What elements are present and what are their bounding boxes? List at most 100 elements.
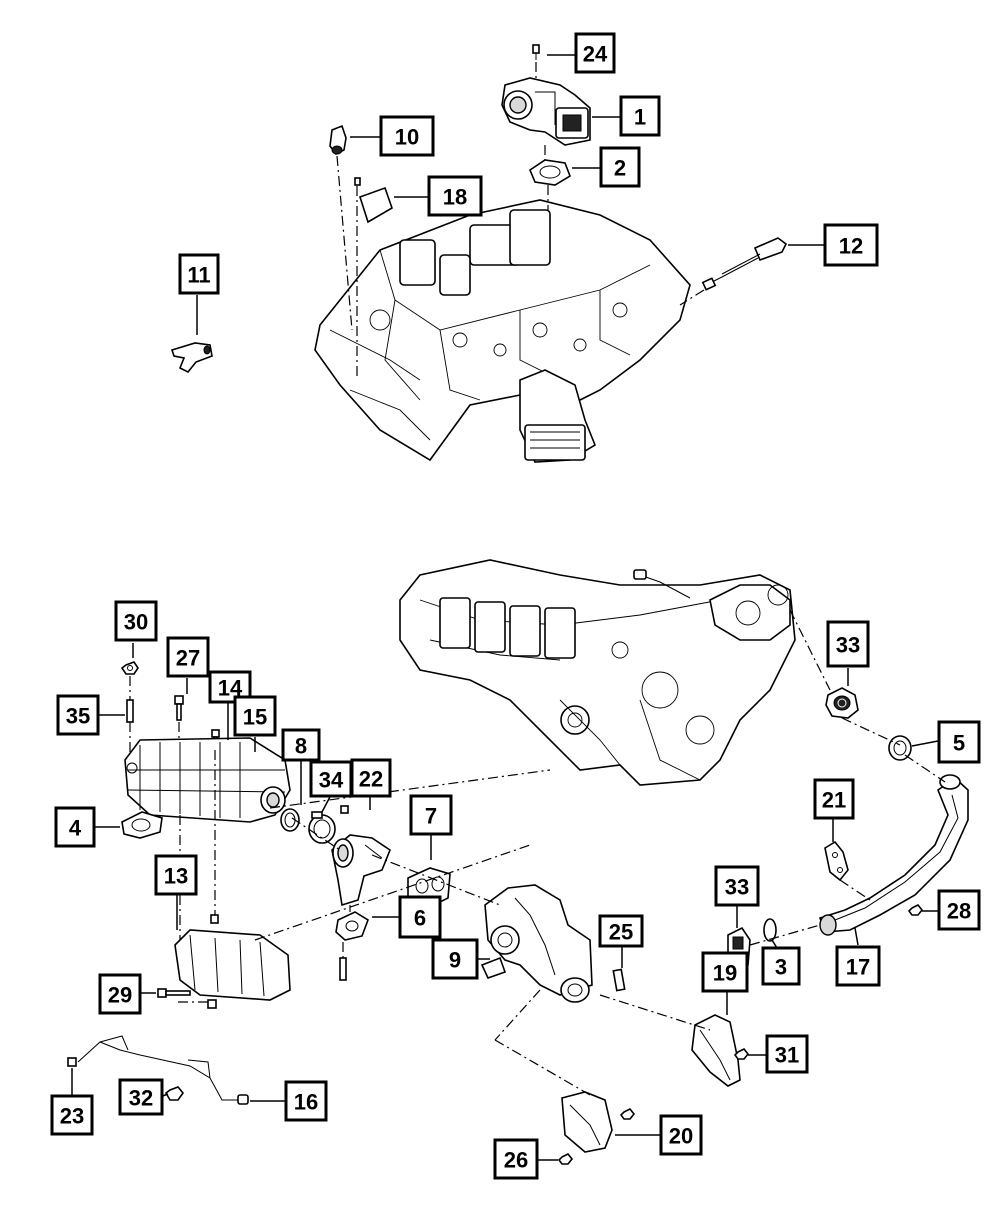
callout-10: 10 xyxy=(379,115,435,157)
callout-33-lower: 33 xyxy=(714,865,760,907)
callout-16: 16 xyxy=(284,1080,328,1122)
callout-22: 22 xyxy=(350,758,392,798)
part-3-seal-ring xyxy=(763,918,777,942)
svg-text:24: 24 xyxy=(583,42,608,67)
callout-5: 5 xyxy=(937,720,981,764)
svg-text:30: 30 xyxy=(124,610,148,635)
part-21-bracket xyxy=(824,840,849,882)
part-15-egr-cooler xyxy=(124,737,291,823)
callout-15: 15 xyxy=(233,695,277,737)
svg-text:31: 31 xyxy=(775,1043,799,1068)
svg-text:27: 27 xyxy=(176,646,200,671)
callout-21: 21 xyxy=(813,778,855,820)
svg-text:33: 33 xyxy=(836,633,860,658)
part-35-stud xyxy=(126,676,134,755)
callout-2: 2 xyxy=(599,146,641,188)
upper-engine-block xyxy=(314,199,691,463)
lower-engine-block xyxy=(399,559,796,786)
svg-text:3: 3 xyxy=(775,955,787,980)
part-13-bracket xyxy=(174,750,291,1001)
part-32-nut xyxy=(164,1086,185,1101)
part-18-gasket xyxy=(354,177,393,380)
svg-text:32: 32 xyxy=(129,1086,153,1111)
part-28-bolt xyxy=(907,903,924,916)
part-6-gasket xyxy=(335,905,369,981)
part-16-tube xyxy=(67,1035,249,1105)
callout-4: 4 xyxy=(54,806,96,848)
alignment-lines xyxy=(178,609,946,1096)
part-1-egr-valve xyxy=(501,77,591,146)
callout-13: 13 xyxy=(154,854,198,896)
part-17-egr-pipe xyxy=(818,774,969,936)
part-11-connector xyxy=(170,342,213,374)
part-19-heat-shield xyxy=(691,1014,741,1087)
callout-8: 8 xyxy=(281,728,321,762)
callout-6: 6 xyxy=(398,895,442,939)
part-27-bolt xyxy=(174,695,184,740)
callout-1: 1 xyxy=(619,95,661,137)
part-4-gasket xyxy=(121,811,163,839)
callout-35: 35 xyxy=(56,694,100,736)
svg-text:8: 8 xyxy=(295,734,307,759)
svg-text:23: 23 xyxy=(60,1104,84,1129)
svg-text:20: 20 xyxy=(669,1124,693,1149)
callout-31: 31 xyxy=(765,1034,809,1074)
callout-26: 26 xyxy=(493,1138,539,1180)
svg-text:28: 28 xyxy=(947,899,971,924)
svg-text:1: 1 xyxy=(634,105,646,130)
svg-text:29: 29 xyxy=(108,983,132,1008)
svg-text:26: 26 xyxy=(504,1148,528,1173)
callout-19: 19 xyxy=(701,951,749,993)
callout-17: 17 xyxy=(835,945,881,987)
svg-text:17: 17 xyxy=(846,955,870,980)
callout-7: 7 xyxy=(409,794,453,836)
svg-text:21: 21 xyxy=(822,788,846,813)
svg-text:13: 13 xyxy=(164,864,188,889)
part-26-bolt xyxy=(557,1107,636,1165)
callout-3: 3 xyxy=(761,946,801,986)
part-8-o-ring xyxy=(280,808,300,832)
part-20-heat-shield xyxy=(561,1091,613,1153)
part-31-bolt xyxy=(733,1047,750,1060)
svg-text:9: 9 xyxy=(449,948,461,973)
svg-text:5: 5 xyxy=(953,731,965,756)
callout-29: 29 xyxy=(98,973,142,1015)
callout-18: 18 xyxy=(427,175,483,217)
svg-text:7: 7 xyxy=(425,804,437,829)
callout-34: 34 xyxy=(309,760,353,798)
callout-11: 11 xyxy=(178,253,220,295)
svg-text:25: 25 xyxy=(609,920,633,945)
callout-28: 28 xyxy=(937,889,981,931)
callout-25: 25 xyxy=(598,914,644,948)
part-24-bolt xyxy=(532,44,540,82)
svg-text:33: 33 xyxy=(725,875,749,900)
svg-text:10: 10 xyxy=(395,125,419,150)
part-34-clamp xyxy=(308,811,336,844)
callout-23: 23 xyxy=(50,1094,94,1136)
callout-20: 20 xyxy=(659,1114,703,1156)
svg-text:22: 22 xyxy=(359,767,383,792)
part-12-sensor xyxy=(679,237,788,306)
svg-text:11: 11 xyxy=(187,263,210,288)
callout-33-upper: 33 xyxy=(826,620,870,668)
svg-text:35: 35 xyxy=(66,704,90,729)
part-2-gasket xyxy=(529,145,571,210)
callout-12: 12 xyxy=(823,223,879,267)
svg-text:2: 2 xyxy=(614,156,626,181)
part-22-bolt xyxy=(340,805,349,814)
part-30-nut xyxy=(120,661,139,675)
callout-32: 32 xyxy=(118,1078,164,1116)
part-9-bypass-valve xyxy=(480,884,593,1003)
svg-text:18: 18 xyxy=(443,185,467,210)
part-25-fitting xyxy=(612,968,626,992)
part-33-clamp-upper xyxy=(825,687,859,719)
svg-text:16: 16 xyxy=(294,1090,318,1115)
callout-9: 9 xyxy=(431,938,479,980)
callout-27: 27 xyxy=(166,636,210,678)
part-29-bolt xyxy=(157,988,217,1009)
svg-text:12: 12 xyxy=(839,234,863,259)
callout-24: 24 xyxy=(574,32,616,74)
part-6-elbow-pipe xyxy=(331,834,391,907)
svg-text:4: 4 xyxy=(69,816,82,841)
